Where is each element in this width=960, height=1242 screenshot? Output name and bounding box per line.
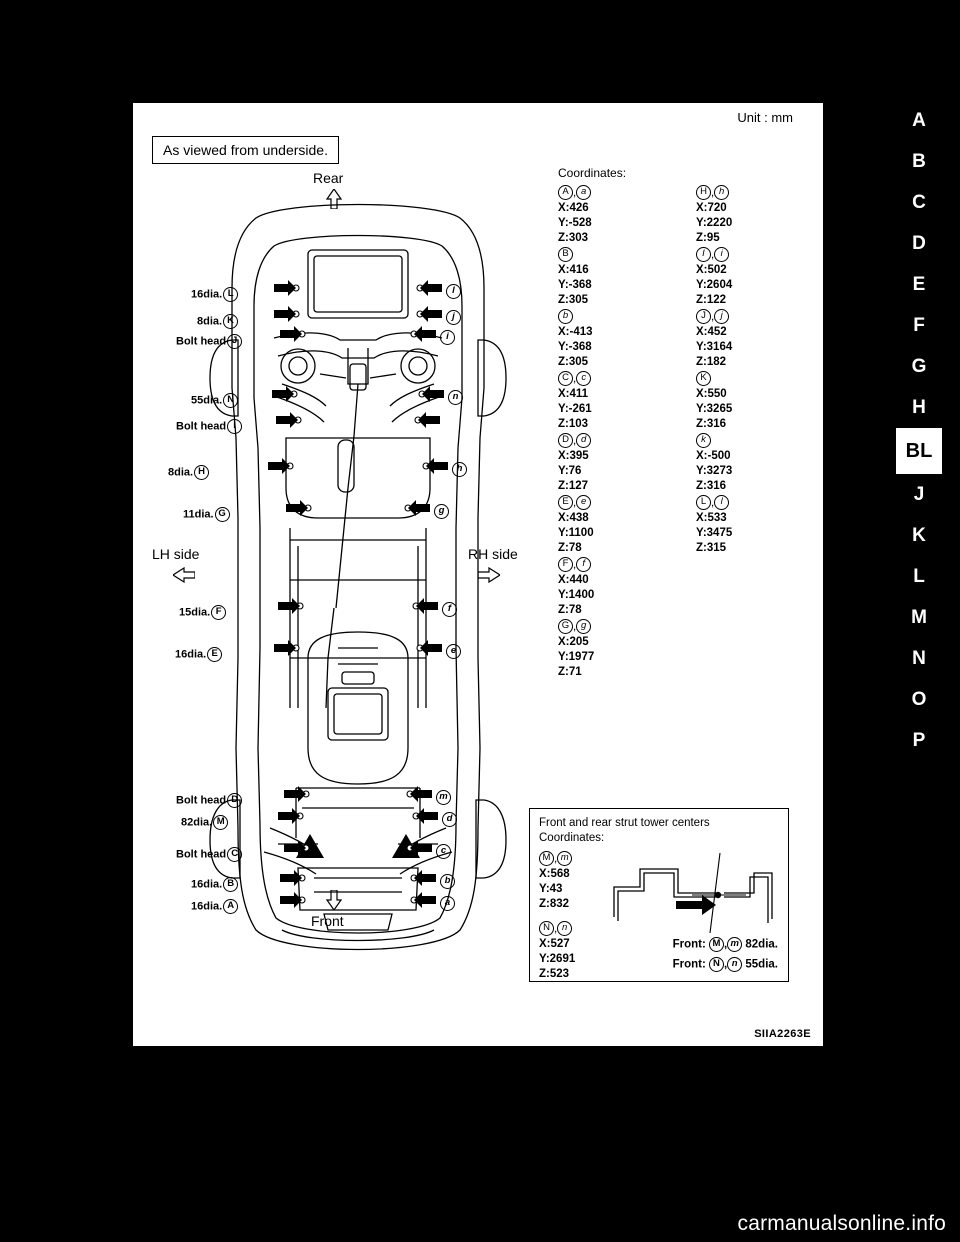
tab-D[interactable]: D	[912, 233, 926, 254]
coordinates-heading: Coordinates:	[558, 166, 627, 180]
right-mark-i: i	[439, 330, 456, 345]
orientation-lh-label: LH side	[152, 546, 200, 562]
strut-tower-box: Front and rear strut tower centers Coord…	[529, 808, 789, 982]
strut-footnote-front-M: Front: M,m 82dia.	[672, 937, 778, 952]
tab-H[interactable]: H	[912, 397, 926, 418]
mark-C: C	[227, 847, 243, 862]
callout-8dia-K: 8dia.K	[197, 314, 239, 329]
tab-M[interactable]: M	[911, 607, 927, 628]
tab-E[interactable]: E	[912, 274, 926, 295]
mark-H: H	[194, 465, 210, 480]
callout-16dia-A: 16dia.A	[191, 899, 239, 914]
right-mark-h: h	[451, 462, 468, 477]
right-mark-b: b	[439, 874, 456, 889]
tab-F[interactable]: F	[913, 315, 925, 336]
callout-8dia-H: 8dia.H	[168, 465, 210, 480]
mark-J: J	[227, 334, 243, 349]
right-mark-j: j	[445, 310, 462, 325]
tab-G[interactable]: G	[911, 356, 927, 377]
right-mark-d: d	[441, 812, 458, 827]
right-mark-c: c	[435, 844, 452, 859]
orientation-front-label: Front	[311, 913, 344, 929]
tab-K[interactable]: K	[912, 525, 926, 546]
mark-I: I	[227, 419, 243, 434]
strut-entry-N: N,n X:527 Y:2691 Z:523	[539, 921, 576, 980]
callout-16dia-B: 16dia.B	[191, 877, 239, 892]
section-tab-rail: A B C D E F G H BL J K L M N O P	[896, 100, 942, 761]
mark-B: B	[223, 877, 239, 892]
callout-16dia-E: 16dia.E	[175, 647, 223, 662]
mark-D: D	[227, 793, 243, 808]
right-mark-g: g	[433, 504, 450, 519]
callout-15dia-F: 15dia.F	[179, 605, 227, 620]
callout-82dia-M: 82dia.M	[181, 815, 229, 830]
orientation-rear-label: Rear	[313, 170, 344, 186]
callout-55dia-N: 55dia.N	[191, 393, 239, 408]
tab-L[interactable]: L	[913, 566, 925, 587]
tab-O[interactable]: O	[911, 689, 927, 710]
tab-C[interactable]: C	[912, 192, 926, 213]
mark-A: A	[223, 899, 239, 914]
tab-J[interactable]: J	[913, 484, 925, 505]
orientation-rh-label: RH side	[468, 546, 518, 562]
strut-footnote-front-N: Front: N,n 55dia.	[672, 957, 778, 972]
rear-arrow-icon	[326, 189, 342, 209]
right-mark-n: n	[447, 390, 464, 405]
lh-arrow-icon	[173, 567, 195, 583]
strut-box-title: Front and rear strut tower centers	[539, 817, 710, 829]
right-mark-a: a	[439, 896, 456, 911]
tab-N[interactable]: N	[912, 648, 926, 669]
strut-box-subtitle: Coordinates:	[539, 832, 605, 844]
mark-N: N	[223, 393, 239, 408]
tab-B[interactable]: B	[912, 151, 926, 172]
rh-arrow-icon	[478, 567, 500, 583]
figure-sheet: Unit : mm As viewed from underside. SIIA…	[133, 103, 823, 1046]
mark-L: L	[223, 287, 239, 302]
watermark: carmanualsonline.info	[737, 1212, 946, 1235]
figure-code: SIIA2263E	[754, 1028, 811, 1040]
mark-G: G	[214, 507, 230, 522]
underbody-diagram	[209, 203, 507, 951]
tab-P[interactable]: P	[912, 730, 926, 751]
unit-label: Unit : mm	[737, 110, 793, 125]
front-arrow-icon	[326, 890, 342, 910]
strut-tower-schematic	[613, 852, 773, 934]
mark-E: E	[207, 647, 223, 662]
mark-F: F	[211, 605, 227, 620]
tab-BL[interactable]: BL	[896, 428, 942, 474]
right-mark-l: l	[445, 284, 462, 299]
callout-16dia-L: 16dia.L	[191, 287, 239, 302]
callout-11dia-G: 11dia.G	[183, 507, 231, 522]
as-viewed-note: As viewed from underside.	[152, 136, 339, 164]
tab-A[interactable]: A	[912, 110, 926, 131]
right-mark-m: m	[435, 790, 452, 805]
right-mark-e: e	[445, 644, 462, 659]
strut-entry-M: M,m X:568 Y:43 Z:832	[539, 851, 573, 912]
mark-M: M	[213, 815, 229, 830]
right-mark-f: f	[441, 602, 458, 617]
mark-K: K	[223, 314, 239, 329]
